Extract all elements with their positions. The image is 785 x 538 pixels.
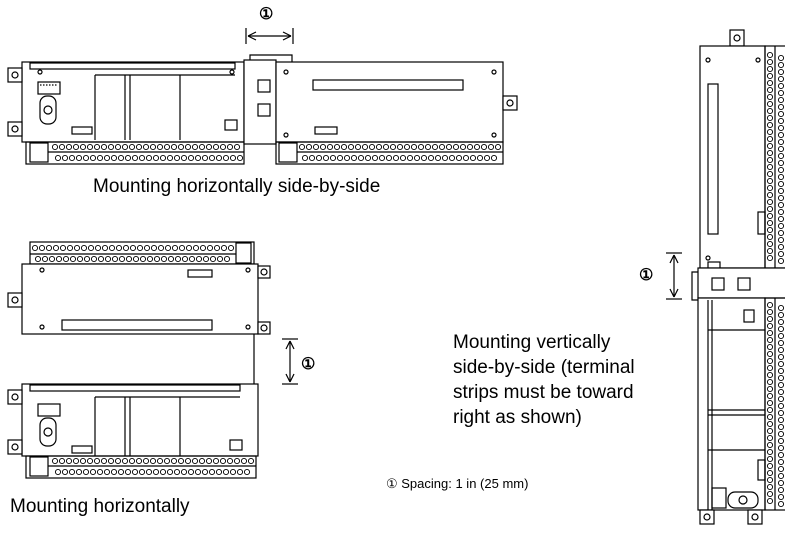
spacing-arrow-vertical-right — [666, 252, 682, 300]
caption-vertical-line-2: side-by-side (terminal — [453, 357, 635, 378]
expansion-bracket — [243, 54, 293, 145]
spacing-marker-middle: ① — [301, 354, 316, 373]
plc-unit-upper — [7, 241, 271, 335]
caption-horizontal-side-by-side: Mounting horizontally side-by-side — [93, 176, 381, 197]
expansion-bracket-vertical — [691, 267, 785, 301]
plc-unit-right — [275, 61, 518, 165]
spacing-marker-right: ① — [639, 265, 654, 284]
plc-unit-left — [7, 61, 245, 165]
terminal-screws — [31, 51, 785, 508]
plc-unit-lower — [7, 383, 259, 479]
plc-unit-vertical-upper — [699, 29, 785, 275]
spacing-note: ① Spacing: 1 in (25 mm) — [386, 476, 529, 491]
caption-vertical-line-3: strips must be toward — [453, 382, 634, 403]
plc-unit-vertical-lower — [697, 297, 785, 525]
spacing-marker-top: ① — [259, 4, 274, 23]
caption-vertical-line-1: Mounting vertically — [453, 332, 611, 353]
spacing-arrow-horizontal — [245, 28, 294, 44]
caption-vertical-line-4: right as shown) — [453, 407, 582, 428]
caption-horizontal: Mounting horizontally — [10, 496, 190, 517]
caption-vertical-side-by-side: Mounting vertically side-by-side (termin… — [453, 330, 635, 430]
spacing-arrow-vertical-left — [282, 338, 298, 385]
